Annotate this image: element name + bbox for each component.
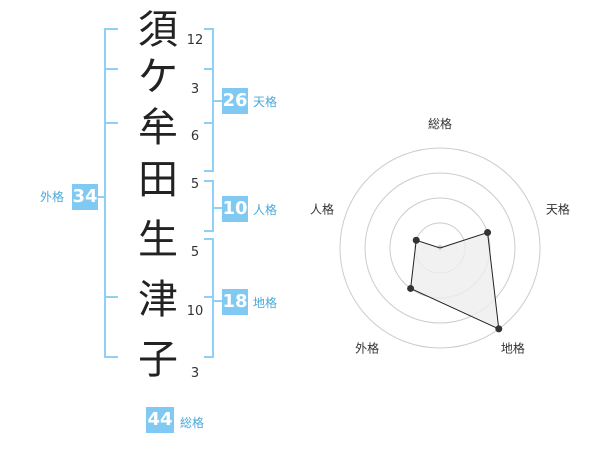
stroke-count-2: 3 <box>190 82 200 97</box>
radar-point <box>407 284 415 292</box>
chikaku-bracket-connector <box>214 300 222 302</box>
name-char-7: 子 <box>138 337 178 383</box>
tenkaku-score: 26 <box>222 88 248 114</box>
tenkaku-bracket-tick <box>204 68 214 70</box>
gaikaku-bracket-connector <box>96 196 104 198</box>
radar-points <box>407 229 503 333</box>
gaikaku-bracket-tick <box>104 296 118 298</box>
jinkaku-score: 10 <box>222 196 248 222</box>
chikaku-bracket <box>204 238 214 358</box>
stroke-count-3: 6 <box>190 129 200 144</box>
name-char-2: ケ <box>138 54 178 100</box>
jinkaku-label: 人格 <box>253 203 278 217</box>
name-char-6: 津 <box>138 277 178 323</box>
tenkaku-label: 天格 <box>253 95 278 109</box>
tenkaku-bracket-connector <box>214 100 222 102</box>
radar-axis-label: 天格 <box>546 202 570 217</box>
name-char-5: 生 <box>138 217 178 263</box>
tenkaku-bracket <box>204 28 214 172</box>
name-char-3: 牟 <box>138 105 178 151</box>
radar-point <box>495 325 503 333</box>
radar-point <box>484 229 492 237</box>
radar-axis-label: 総格 <box>428 116 452 131</box>
radar-axis-label: 地格 <box>501 340 525 355</box>
stroke-count-4: 5 <box>190 177 200 192</box>
stroke-count-6: 10 <box>186 304 204 319</box>
jinkaku-bracket <box>204 180 214 232</box>
chikaku-bracket-tick <box>204 296 214 298</box>
stroke-count-5: 5 <box>190 245 200 260</box>
gaikaku-bracket-tick <box>104 68 118 70</box>
jinkaku-bracket-connector <box>214 207 222 209</box>
radar-polygon <box>410 231 500 330</box>
tenkaku-bracket-tick <box>204 122 214 124</box>
gaikaku-bracket-tick <box>104 122 118 124</box>
radar-ring <box>364 172 516 324</box>
radar-axis-label: 外格 <box>355 340 379 355</box>
radar-point <box>412 236 420 244</box>
radar-series <box>410 231 500 330</box>
stroke-count-7: 3 <box>190 366 200 381</box>
gaikaku-bracket <box>104 28 118 358</box>
gaikaku-score: 34 <box>72 184 98 210</box>
chikaku-score: 18 <box>222 289 248 315</box>
radar-axis-label: 人格 <box>310 202 334 217</box>
soukaku-score: 44 <box>146 407 174 433</box>
chikaku-label: 地格 <box>253 296 278 310</box>
name-char-4: 田 <box>138 157 178 203</box>
name-char-1: 須 <box>138 7 178 53</box>
soukaku-label: 総格 <box>180 416 205 430</box>
gaikaku-label: 外格 <box>40 190 65 204</box>
stroke-count-1: 12 <box>186 33 204 48</box>
radar-ring <box>339 147 541 349</box>
